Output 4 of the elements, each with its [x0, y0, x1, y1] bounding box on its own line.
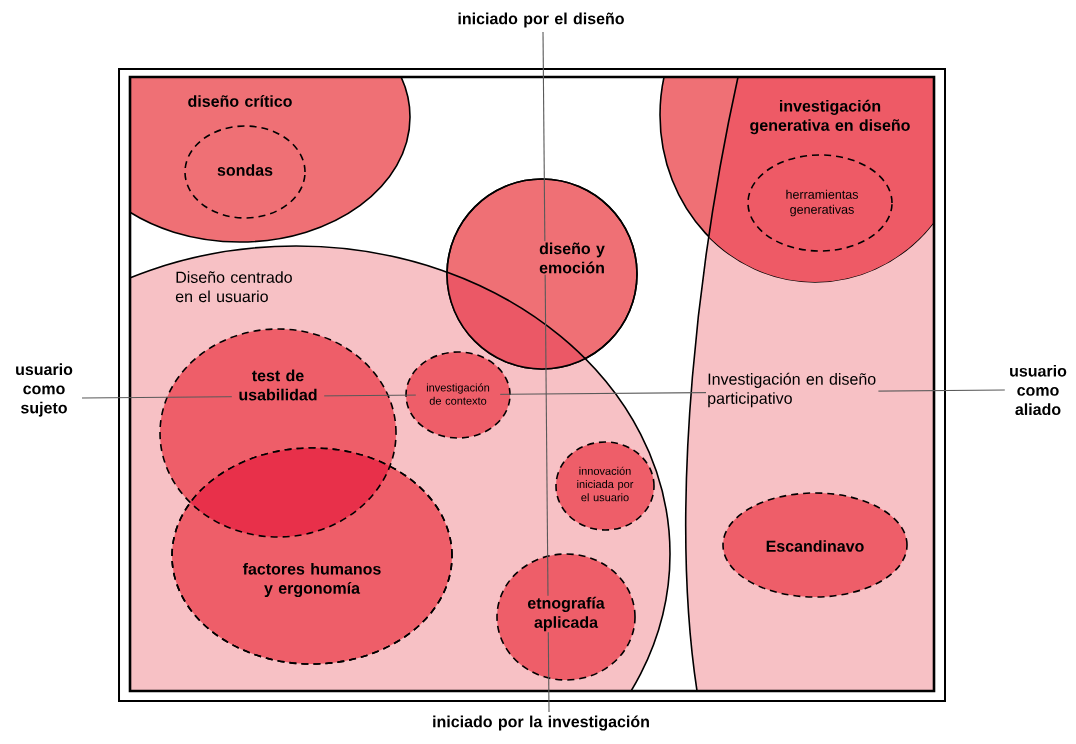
axis-label: iniciado por el diseño: [458, 12, 624, 28]
axis-label: usuario como sujeto: [16, 363, 73, 417]
axis-label: usuario como aliado: [1010, 364, 1067, 416]
axis-label: iniciado por la investigación: [433, 715, 649, 731]
